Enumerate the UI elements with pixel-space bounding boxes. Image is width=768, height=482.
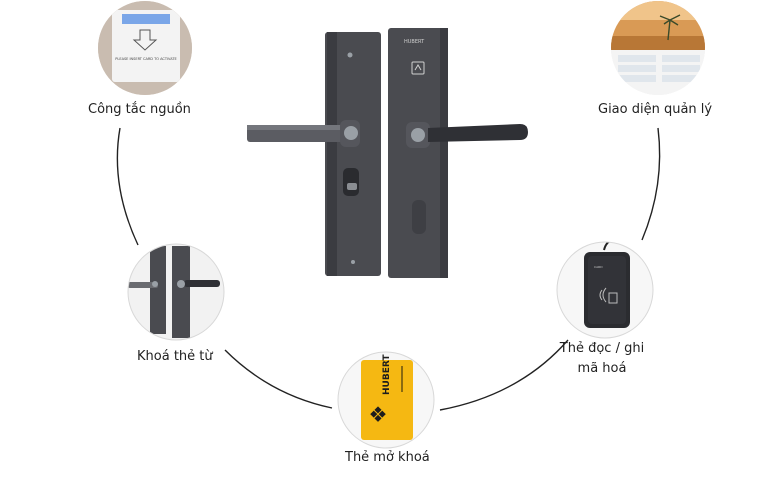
lock-back-plate [325, 32, 381, 276]
left-lever-handle [247, 120, 360, 147]
lock-front-plate [388, 28, 448, 278]
svg-text:PLEASE INSERT CARD TO ACTIVATE: PLEASE INSERT CARD TO ACTIVATE [115, 57, 176, 61]
power-switch-image: PLEASE INSERT CARD TO ACTIVATE [98, 1, 192, 95]
lock-brand-logo: HUBERT [404, 39, 425, 45]
label-key-card: Thẻ mở khoá [345, 450, 430, 465]
label-power-switch: Công tắc nguồn [88, 102, 191, 117]
card-reader-icon [411, 61, 425, 75]
key-card-image: HUBERT [337, 351, 435, 449]
card-encoder-image: CARD [556, 241, 654, 339]
arc-power-to-lock [116, 127, 139, 246]
arc-lock-to-card [224, 349, 333, 409]
right-lever-handle [406, 122, 528, 148]
management-interface-image [611, 1, 705, 95]
svg-text:CARD: CARD [594, 265, 603, 269]
magnetic-card-lock-image [127, 243, 225, 341]
arc-card-to-encoder [439, 339, 569, 411]
main-door-lock: HUBERT [247, 28, 528, 278]
arc-encoder-to-management [641, 127, 661, 241]
label-card-encoder: Thẻ đọc / ghi mã hoá [559, 341, 645, 376]
svg-text:HUBERT: HUBERT [382, 354, 392, 395]
label-management-interface: Giao diện quản lý [598, 102, 713, 117]
label-magnetic-card-lock: Khoá thẻ từ [137, 349, 213, 364]
